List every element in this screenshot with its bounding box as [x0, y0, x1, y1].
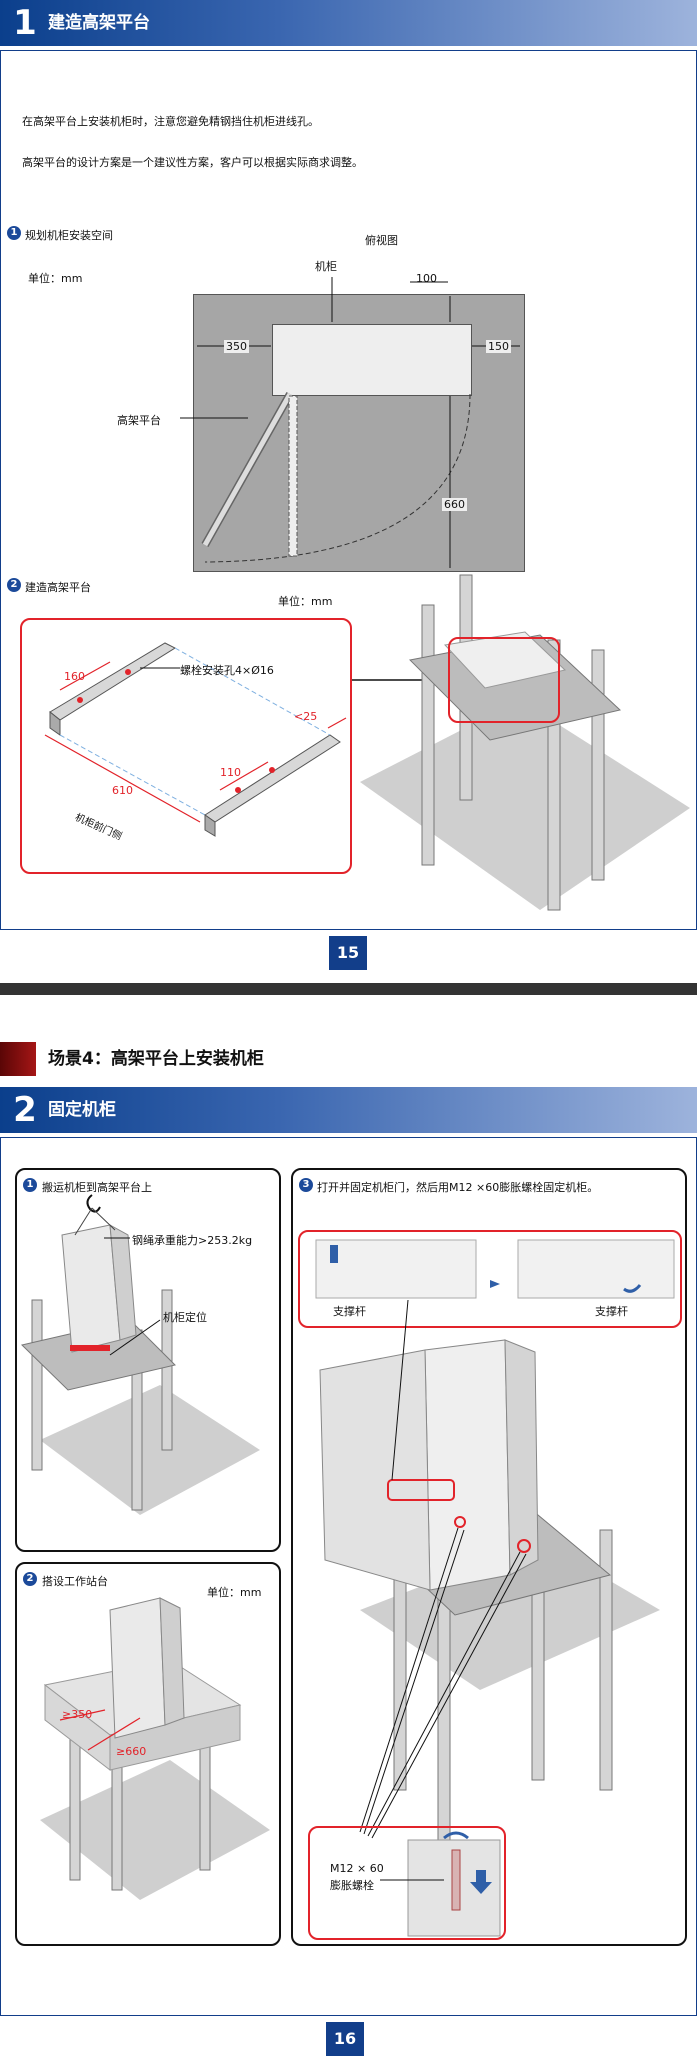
- platform-label: 高架平台: [117, 414, 161, 427]
- position-label: 机柜定位: [163, 1311, 207, 1324]
- dim-350: 350: [224, 340, 249, 353]
- support-rod-drawing: [315, 1239, 675, 1299]
- bolt-hole-label: 螺栓安装孔4×Ø16: [180, 664, 274, 677]
- beam-callout-box: [448, 637, 560, 723]
- unit-label-2: 单位：mm: [278, 595, 333, 608]
- view-title: 俯视图: [365, 234, 398, 247]
- dim-110: 110: [220, 766, 241, 779]
- scenario-marker: [0, 1042, 36, 1076]
- section-header-2: 2 固定机柜: [0, 1087, 697, 1133]
- section-title: 固定机柜: [48, 1100, 116, 1120]
- scenario-title: 场景4：高架平台上安装机柜: [48, 1049, 264, 1069]
- cabinet-label: 机柜: [315, 260, 337, 273]
- unit-label: 单位：mm: [28, 272, 83, 285]
- panel-3-label: 打开并固定机柜门，然后用M12 ×60膨胀螺栓固定机柜。: [317, 1181, 599, 1194]
- panel-3-badge: 3: [299, 1178, 313, 1192]
- step-2-label: 建造高架平台: [25, 581, 91, 594]
- section-title: 建造高架平台: [48, 13, 150, 33]
- page-number-16: 16: [326, 2022, 364, 2056]
- support-right-label: 支撑杆: [595, 1305, 628, 1318]
- bolt-label-2: 膨胀螺栓: [330, 1879, 374, 1892]
- rope-label: 钢绳承重能力>253.2kg: [132, 1234, 253, 1247]
- dim-660: 660: [442, 498, 467, 511]
- panel-1-drawing: [20, 1194, 260, 1515]
- panel-3-cabinet-drawing: [319, 1299, 660, 1851]
- section-number: 1: [13, 3, 37, 43]
- cabinet-top-view: [272, 324, 472, 396]
- beam-detail-box: [20, 618, 352, 874]
- dim-150: 150: [486, 340, 511, 353]
- dim-ge660: ≥660: [116, 1745, 147, 1758]
- beam-detail-drawing: [44, 642, 347, 837]
- dim-lt25: <25: [294, 710, 318, 723]
- bolt-label-1: M12 × 60: [330, 1862, 384, 1875]
- bolt-callout-box: [308, 1826, 506, 1940]
- panel-1-label: 搬运机柜到高架平台上: [42, 1181, 152, 1194]
- dim-100: 100: [416, 272, 437, 285]
- panel-1-badge: 1: [23, 1178, 37, 1192]
- panel-2-unit: 单位：mm: [207, 1586, 262, 1599]
- step-1-badge: 1: [7, 226, 21, 240]
- panel-2-label: 搭设工作站台: [42, 1575, 108, 1588]
- platform-illustration: [352, 574, 690, 911]
- support-left-label: 支撑杆: [333, 1305, 366, 1318]
- bolt-drawing: [380, 1831, 501, 1937]
- dim-160: 160: [64, 670, 85, 683]
- note-1: 在高架平台上安装机柜时，注意您避免精钢挡住机柜进线孔。: [22, 115, 319, 128]
- page-number-15: 15: [329, 936, 367, 970]
- step-1-label: 规划机柜安装空间: [25, 229, 113, 242]
- panel-2-badge: 2: [23, 1572, 37, 1586]
- page-divider: [0, 983, 697, 995]
- dim-ge350: ≥350: [62, 1708, 93, 1721]
- dim-610: 610: [112, 784, 133, 797]
- section-header-1: 1 建造高架平台: [0, 0, 697, 46]
- panel-2-drawing: [40, 1597, 270, 1900]
- section-number: 2: [13, 1090, 37, 1130]
- support-rod-box: [298, 1230, 682, 1328]
- note-2: 高架平台的设计方案是一个建议性方案，客户可以根据实际商求调整。: [22, 156, 363, 169]
- step-2-badge: 2: [7, 578, 21, 592]
- top-view-lines: [180, 277, 520, 568]
